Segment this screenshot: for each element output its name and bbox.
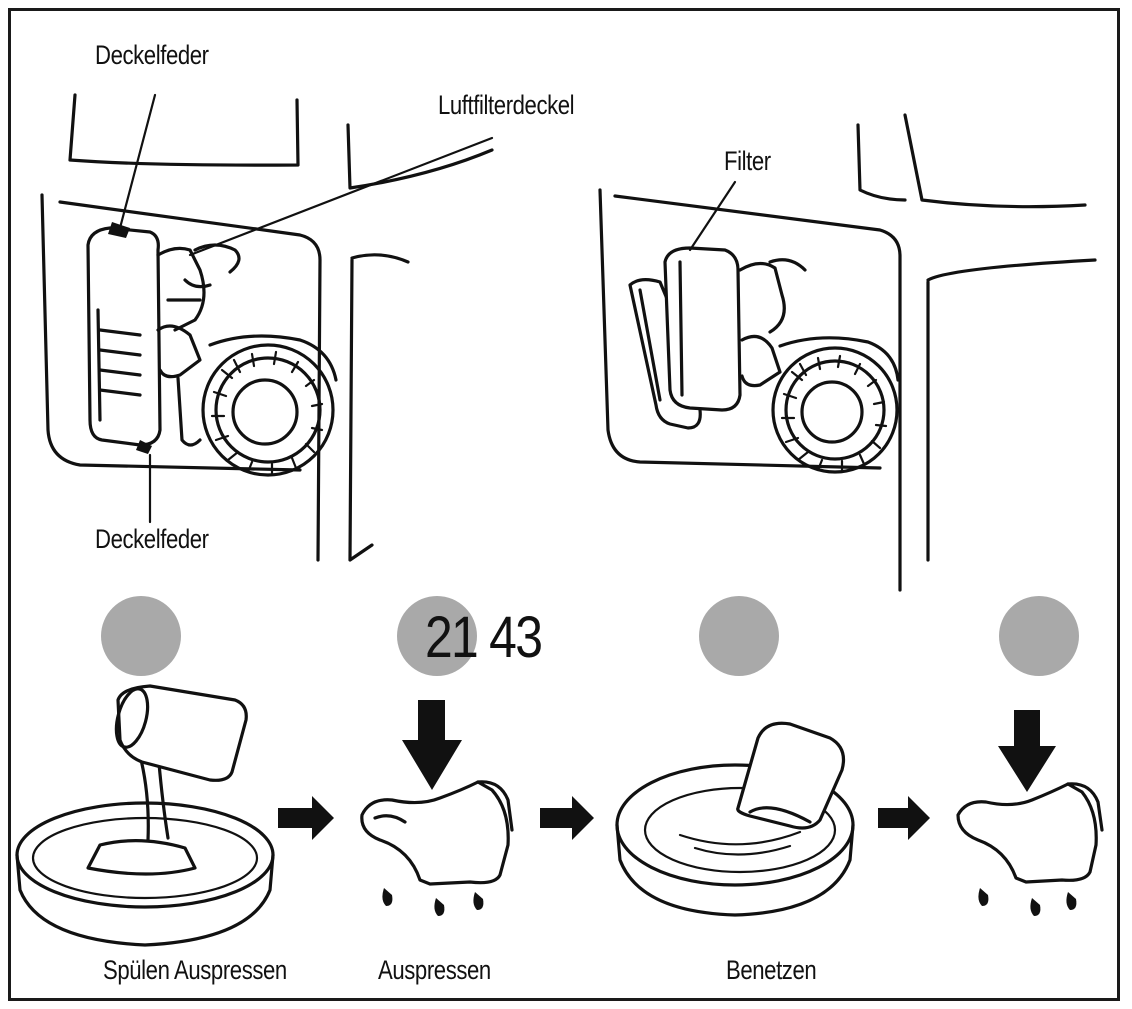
arrow-right-icon [878, 796, 930, 840]
label-spring-top: Deckelfeder [95, 40, 209, 70]
caption-squeeze: Auspressen [378, 955, 491, 985]
arrow-right-icon [278, 796, 334, 840]
press-arrow-icon [402, 700, 462, 790]
press-arrow-icon [998, 710, 1056, 792]
label-air-filter-cover: Luftfilterdeckel [438, 90, 575, 120]
label-filter: Filter [724, 146, 771, 176]
step-dot-2 [397, 596, 477, 676]
caption-wet: Benetzen [726, 955, 817, 985]
step-4-squeeze-illustration [956, 710, 1104, 916]
left-engine-illustration [40, 93, 494, 562]
step-dot-1 [101, 596, 181, 676]
step-3-wet-illustration [615, 721, 855, 917]
arrow-right-icon [540, 796, 594, 840]
right-engine-illustration [598, 113, 1097, 592]
step-dot-4 [999, 596, 1079, 676]
step-numbers: 21 43 [425, 605, 543, 670]
caption-rinse-squeeze: Spülen Auspressen [103, 955, 287, 985]
label-spring-bottom: Deckelfeder [95, 524, 209, 554]
step-dot-3 [699, 596, 779, 676]
step-1-rinse-illustration [15, 684, 275, 947]
diagram-frame [8, 8, 1120, 1001]
step-2-squeeze-illustration [360, 700, 514, 916]
